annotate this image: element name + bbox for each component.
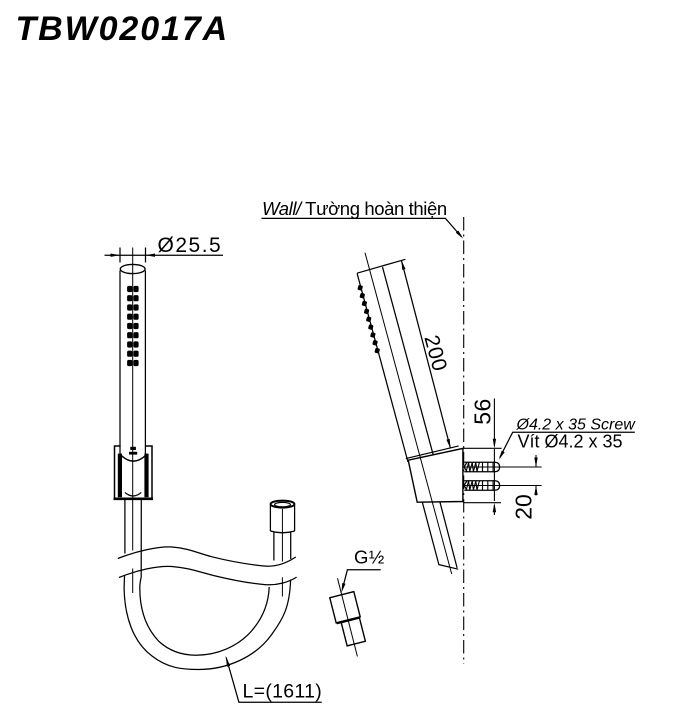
svg-text:L=(1611): L=(1611) [243, 681, 323, 703]
svg-text:Vít Ø4.2 x 35: Vít Ø4.2 x 35 [518, 432, 623, 452]
svg-text:200: 200 [419, 333, 451, 374]
svg-text:TBW02017A: TBW02017A [16, 10, 230, 48]
svg-text:G½: G½ [354, 547, 385, 568]
svg-text:56: 56 [470, 398, 496, 425]
svg-text:Ø25.5: Ø25.5 [158, 234, 223, 257]
svg-text:Wall/ Tường hoàn thiện: Wall/ Tường hoàn thiện [262, 198, 447, 219]
svg-text:20: 20 [511, 494, 537, 520]
svg-text:Ø4.2 x 35 Screw: Ø4.2 x 35 Screw [516, 416, 637, 433]
